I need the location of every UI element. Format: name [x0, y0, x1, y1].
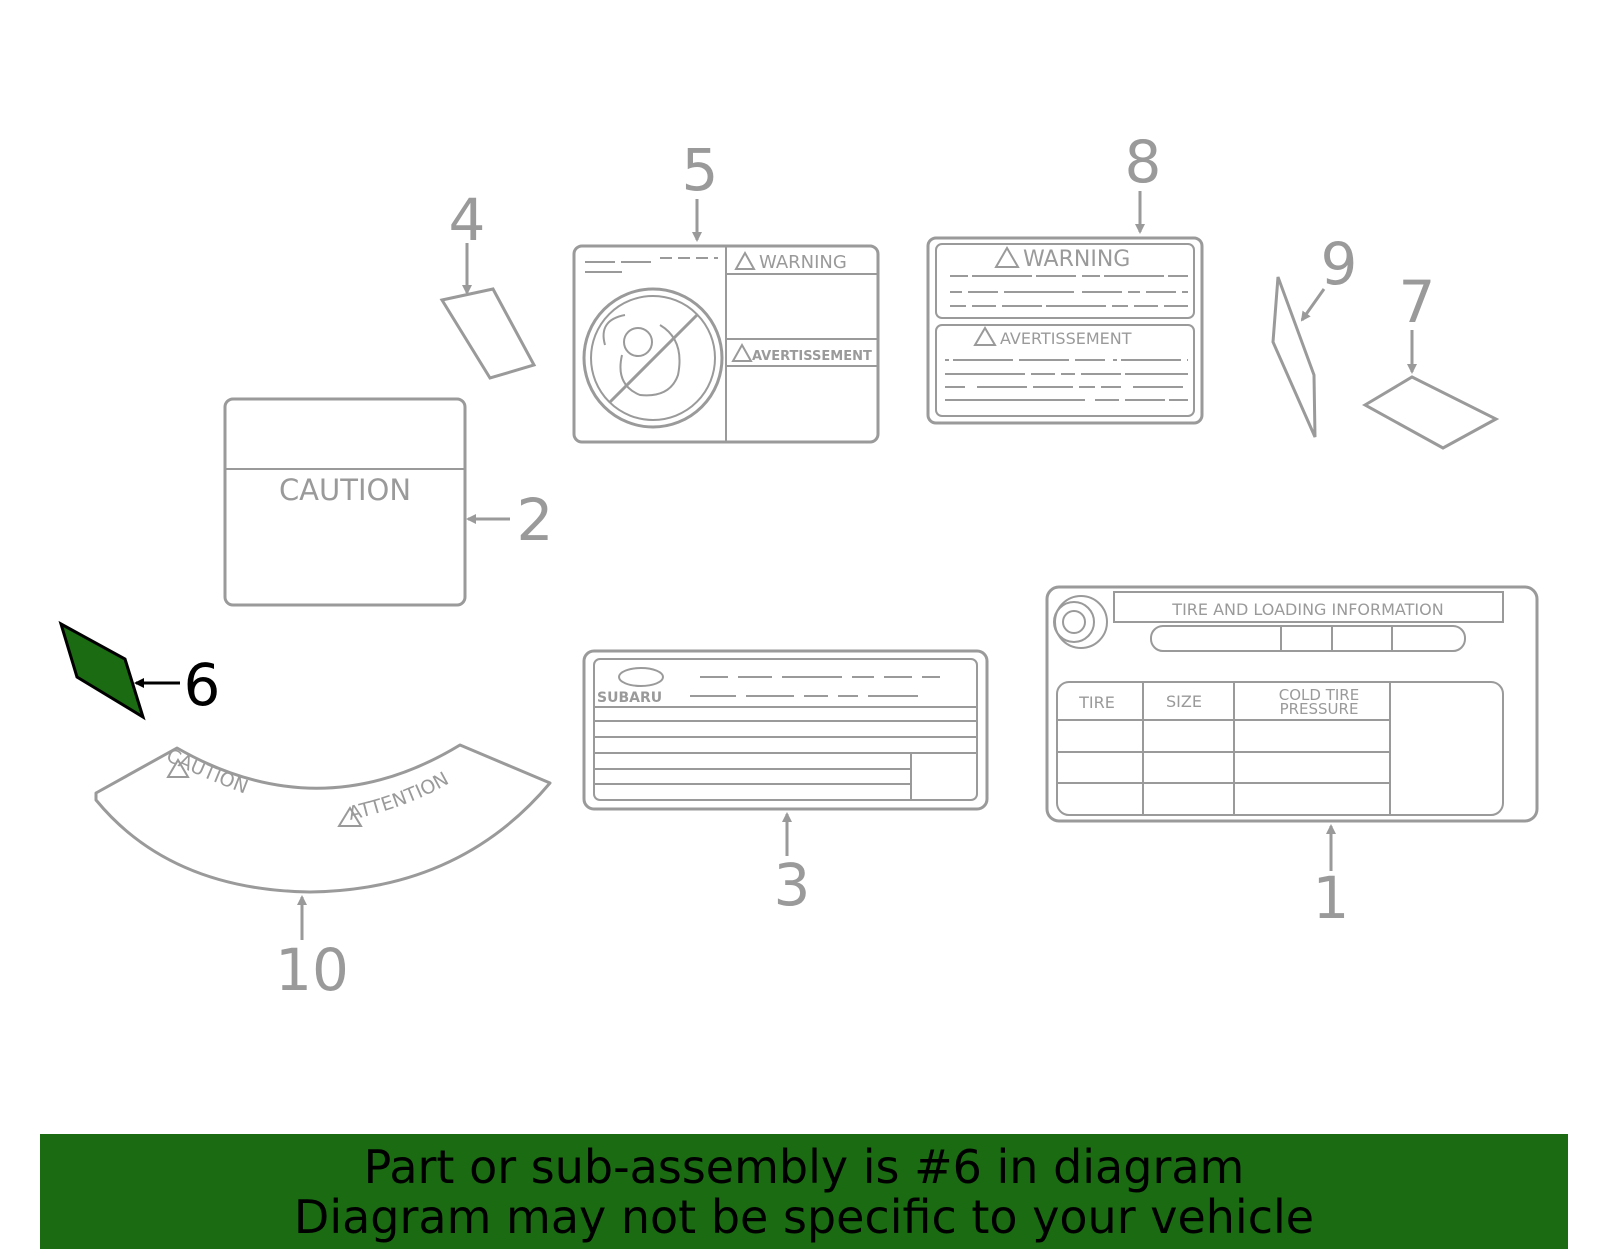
info-banner: Part or sub-assembly is #6 in diagram Di… [40, 1134, 1568, 1249]
callout-8[interactable]: 8 [1125, 128, 1162, 196]
part-2-caution-label[interactable]: CAUTION [223, 397, 467, 607]
pressure-text: PRESSURE [1280, 700, 1359, 718]
caution-text: CAUTION [279, 473, 411, 507]
banner-line-2: Diagram may not be specific to your vehi… [293, 1190, 1315, 1244]
callout-9[interactable]: 9 [1321, 230, 1358, 298]
part-10-arc-label[interactable]: CAUTION ATTENTION [94, 743, 552, 894]
warning-8-text: WARNING [1023, 247, 1130, 272]
subaru-text: SUBARU [597, 690, 662, 706]
callout-2[interactable]: 2 [517, 486, 554, 554]
callout-7[interactable]: 7 [1399, 268, 1436, 336]
warning-5-text: WARNING [759, 252, 847, 273]
part-7-label[interactable] [1361, 375, 1500, 450]
arc-caution-text: CAUTION [163, 745, 251, 799]
part-9-label[interactable] [1271, 276, 1317, 438]
size-col-text: SIZE [1166, 692, 1202, 711]
part-6-label-highlighted[interactable] [58, 620, 146, 721]
avert-8-text: AVERTISSEMENT [1000, 329, 1132, 348]
part-4-label[interactable] [439, 287, 537, 380]
part-8-warning-label[interactable]: WARNING AVERTISSEMENT [926, 236, 1204, 425]
arc-attention-text: ATTENTION [346, 768, 452, 825]
callout-3[interactable]: 3 [774, 851, 811, 919]
arrow-9 [1300, 288, 1326, 322]
part-3-subaru-label[interactable]: SUBARU [582, 649, 989, 811]
banner-line-1: Part or sub-assembly is #6 in diagram [363, 1140, 1245, 1194]
callout-10[interactable]: 10 [275, 936, 349, 1004]
callout-5[interactable]: 5 [682, 136, 719, 204]
part-1-tire-info-label[interactable]: TIRE AND LOADING INFORMATION TIRE SIZE C… [1045, 585, 1539, 823]
callout-1[interactable]: 1 [1313, 864, 1350, 932]
cold-tire-text: COLD TIRE [1279, 686, 1359, 704]
avert-5-text: AVERTISSEMENT [752, 349, 872, 364]
callout-6[interactable]: 6 [184, 651, 221, 719]
tire-col-text: TIRE [1078, 693, 1115, 712]
part-5-airbag-warning-label[interactable]: WARNING AVERTISSEMENT [572, 244, 880, 444]
callout-4[interactable]: 4 [449, 186, 486, 254]
tire-title-text: TIRE AND LOADING INFORMATION [1171, 600, 1443, 619]
